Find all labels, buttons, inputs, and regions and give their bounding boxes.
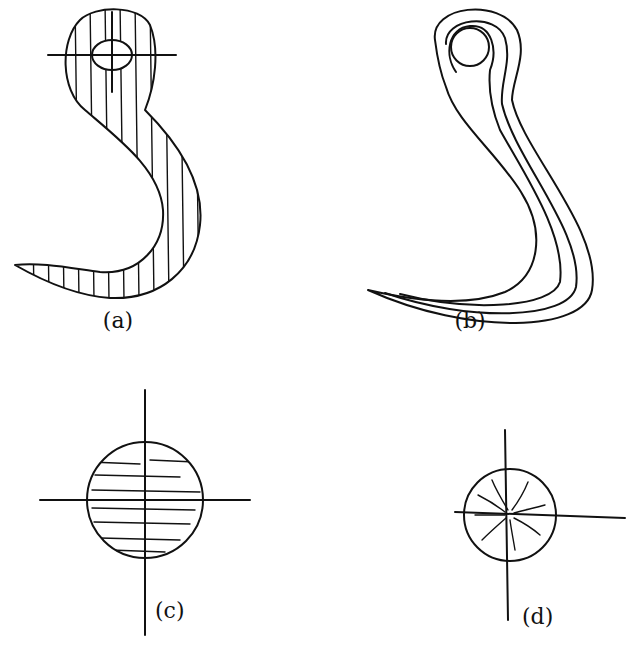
hook-outline: [15, 9, 201, 298]
centre-line: [144, 390, 146, 635]
flow-line: [400, 26, 561, 305]
hook-outline: [368, 9, 593, 323]
flow-line: [385, 21, 577, 313]
figure-label: (a): [103, 308, 133, 333]
hook-eye: [451, 28, 489, 66]
centre-line: [455, 512, 625, 518]
hatching: [30, 0, 199, 300]
centre-line: [505, 430, 508, 620]
figure-label: (c): [155, 598, 185, 623]
figure-label: (b): [454, 308, 485, 333]
centre-line: [111, 12, 113, 92]
figure-label: (d): [522, 604, 553, 629]
